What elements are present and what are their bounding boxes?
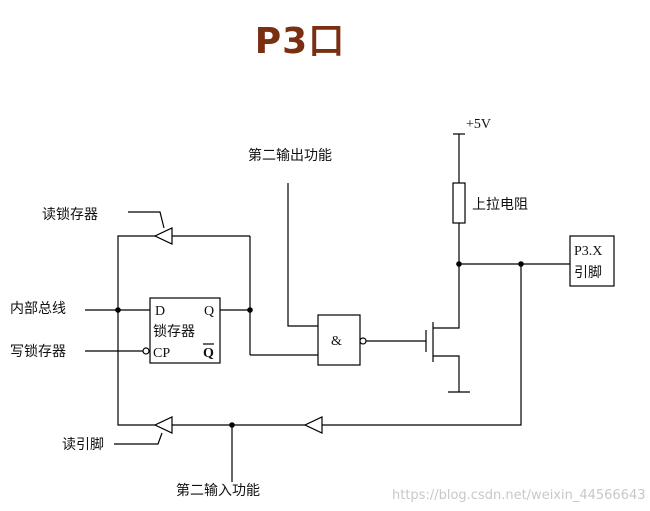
read-latch-path xyxy=(117,235,157,310)
nand-symbol: & xyxy=(331,334,342,349)
input-buffer xyxy=(303,416,323,434)
read-pin-buffer xyxy=(153,416,173,434)
q-junction xyxy=(247,307,253,313)
second-input-label: 第二输入功能 xyxy=(176,482,260,499)
latch-qbar-label: Q xyxy=(203,346,214,361)
latch-block xyxy=(149,297,221,364)
second-output-line xyxy=(287,183,318,327)
read-pin-enable xyxy=(114,432,163,445)
cp-inversion-bubble xyxy=(142,347,150,355)
pin-label-2: 引脚 xyxy=(574,265,602,281)
read-latch-enable xyxy=(128,211,165,229)
latch-name-label: 锁存器 xyxy=(153,324,195,340)
read-pin-path xyxy=(117,310,155,426)
watermark: https://blog.csdn.net/weixin_44566643 xyxy=(392,488,646,503)
pullup-resistor xyxy=(452,182,466,224)
nand-gate xyxy=(317,314,361,366)
pin-return-line xyxy=(322,264,522,426)
pullup-label: 上拉电阻 xyxy=(472,197,528,213)
vcc-label: +5V xyxy=(466,117,491,132)
read-latch-label: 读锁存器 xyxy=(42,206,98,223)
fet-source xyxy=(433,355,460,392)
second-output-label: 第二输出功能 xyxy=(248,147,332,164)
nand-inversion-bubble xyxy=(359,337,367,345)
latch-cp-label: CP xyxy=(153,346,170,361)
read-latch-buffer xyxy=(153,227,173,245)
pin-box xyxy=(569,235,615,287)
read-pin-label: 读引脚 xyxy=(62,436,104,453)
latch-d-label: D xyxy=(155,304,165,319)
write-latch-label: 写锁存器 xyxy=(10,344,66,360)
latch-q-label: Q xyxy=(204,304,214,319)
page-title: P3口 xyxy=(254,21,346,62)
internal-bus-label: 内部总线 xyxy=(10,301,66,317)
fet-drain xyxy=(433,264,460,329)
pin-label-1: P3.X xyxy=(574,244,602,259)
